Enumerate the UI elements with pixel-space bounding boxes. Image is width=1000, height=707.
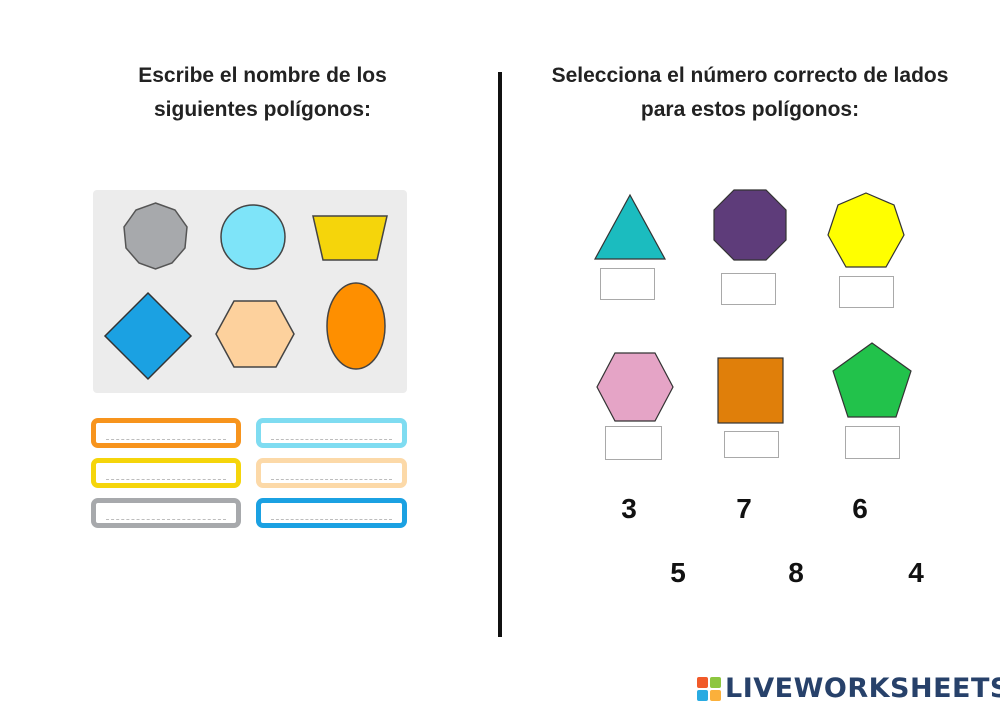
answer-input[interactable] [106, 507, 226, 520]
sides-answer-box-octagon[interactable] [721, 273, 776, 305]
sides-answer-box-square[interactable] [724, 431, 779, 458]
sides-answer-box-pentagon[interactable] [845, 426, 900, 459]
left-instruction-heading: Escribe el nombre de los siguientes polí… [138, 64, 387, 121]
answer-field-peach[interactable] [256, 458, 407, 488]
answer-input[interactable] [106, 427, 226, 440]
answer-field-blue[interactable] [256, 498, 407, 528]
number-option-4[interactable]: 4 [908, 557, 924, 588]
yellow-trapezoid-shape [312, 215, 388, 261]
yellow-heptagon-shape [827, 192, 905, 268]
sides-answer-box-heptagon[interactable] [839, 276, 894, 308]
number-option-3[interactable]: 3 [621, 493, 637, 524]
answer-input[interactable] [271, 427, 392, 440]
answer-field-light-blue[interactable] [256, 418, 407, 448]
gray-nonagon-shape [123, 202, 188, 270]
blue-rhombus-shape [103, 291, 193, 381]
number-option-6[interactable]: 6 [852, 493, 868, 524]
answer-input[interactable] [271, 467, 392, 480]
right-instruction-heading: Selecciona el número correcto de lados p… [551, 64, 949, 121]
logo-icon [697, 676, 721, 701]
orange-ellipse-shape [326, 282, 386, 370]
section-divider [498, 72, 502, 637]
teal-triangle-shape [593, 193, 667, 260]
sides-answer-box-triangle[interactable] [600, 268, 655, 300]
purple-octagon-shape [713, 189, 787, 261]
peach-hexagon-shape [215, 300, 295, 368]
answer-field-orange[interactable] [91, 418, 241, 448]
brand-name: LIVEWORKSHEETS [725, 673, 1000, 704]
answer-field-yellow[interactable] [91, 458, 241, 488]
number-option-5[interactable]: 5 [670, 557, 686, 588]
number-option-7[interactable]: 7 [736, 493, 752, 524]
liveworksheets-logo: LIVEWORKSHEETS [697, 673, 1000, 704]
pink-hexagon-shape [596, 352, 674, 422]
blue-circle-shape [220, 204, 286, 270]
answer-input[interactable] [271, 507, 392, 520]
sides-answer-box-hexagon[interactable] [605, 426, 662, 460]
orange-square-shape [717, 357, 784, 424]
number-option-8[interactable]: 8 [788, 557, 804, 588]
answer-input[interactable] [106, 467, 226, 480]
green-pentagon-shape [832, 342, 912, 418]
answer-field-gray[interactable] [91, 498, 241, 528]
